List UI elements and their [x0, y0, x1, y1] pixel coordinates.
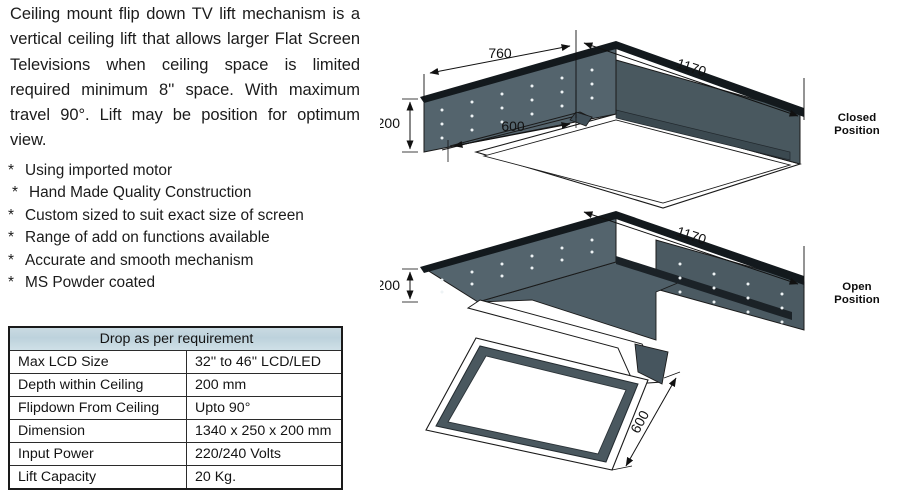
closed-position-label: Closed Position [818, 112, 896, 139]
closed-position-line1: Closed [837, 112, 877, 124]
table-header-row: Drop as per requirement [8, 326, 343, 351]
open-front-rim [420, 211, 616, 273]
list-item: * Accurate and smooth mechanism [8, 250, 363, 272]
list-item-label: MS Powder coated [25, 274, 156, 292]
row-value: 32'' to 46'' LCD/LED [186, 350, 343, 374]
table-row: Max LCD Size 32'' to 46'' LCD/LED [8, 350, 343, 374]
table-header-label: Drop as per requirement [8, 326, 343, 351]
diagram-column: 760 1170 200 [380, 0, 900, 486]
closed-position-line2: Position [834, 125, 880, 138]
bullet-star-icon: * [8, 162, 14, 179]
list-item: * MS Powder coated [8, 272, 363, 294]
row-label: Flipdown From Ceiling [8, 396, 187, 420]
bullet-star-icon: * [12, 184, 18, 202]
list-item: * Using imported motor [8, 160, 363, 182]
left-column: Ceiling mount flip down TV lift mechanis… [0, 0, 370, 490]
row-label: Max LCD Size [8, 350, 187, 374]
row-value: 220/240 Volts [186, 442, 343, 466]
list-item-label: Hand Made Quality Construction [29, 184, 252, 202]
table-row: Lift Capacity 20 Kg. [8, 465, 343, 490]
lift-mechanism-drawings: 760 1170 200 [380, 30, 805, 471]
dim-200-open-label: 200 [380, 277, 400, 293]
row-value: 200 mm [186, 373, 343, 397]
open-position-label: Open Position [818, 281, 896, 308]
dim-200: 200 [380, 98, 418, 153]
dim-600-label: 600 [501, 118, 525, 134]
open-position-drawing: 1170 200 600 [380, 211, 805, 471]
list-item-label: Custom sized to suit exact size of scree… [25, 206, 304, 224]
row-label: Lift Capacity [8, 465, 187, 490]
dim-1170: 1170 [583, 42, 805, 120]
open-position-line2: Position [834, 294, 880, 307]
list-item-label: Using imported motor [25, 162, 173, 179]
dim-200-open: 200 [380, 268, 418, 303]
list-item: * Range of add on functions available [8, 227, 363, 249]
dim-600: 600 [447, 90, 577, 162]
row-label: Input Power [8, 442, 187, 466]
list-item: * Hand Made Quality Construction [8, 182, 363, 204]
bullet-star-icon: * [8, 206, 14, 224]
list-item-label: Accurate and smooth mechanism [25, 251, 254, 269]
tv-screen-panel [425, 337, 649, 471]
row-label: Depth within Ceiling [8, 373, 187, 397]
bullet-star-icon: * [8, 251, 14, 269]
product-description: Ceiling mount flip down TV lift mechanis… [10, 5, 360, 150]
table-row: Dimension 1340 x 250 x 200 mm [8, 419, 343, 443]
table-row: Flipdown From Ceiling Upto 90° [8, 396, 343, 420]
specification-table: Drop as per requirement Max LCD Size 32'… [8, 326, 343, 490]
list-item-label: Range of add on functions available [25, 229, 270, 247]
bullet-star-icon: * [8, 274, 14, 292]
row-value: Upto 90° [186, 396, 343, 420]
closed-position-drawing: 760 1170 200 [380, 30, 805, 209]
table-row: Input Power 220/240 Volts [8, 442, 343, 466]
dim-760-label: 760 [488, 45, 512, 61]
row-label: Dimension [8, 419, 187, 443]
list-item: * Custom sized to suit exact size of scr… [8, 205, 363, 227]
dim-200-label: 200 [380, 115, 400, 131]
feature-list: * Using imported motor * Hand Made Quali… [8, 160, 363, 294]
row-value: 20 Kg. [186, 465, 343, 490]
open-position-line1: Open [842, 281, 872, 293]
table-row: Depth within Ceiling 200 mm [8, 373, 343, 397]
row-value: 1340 x 250 x 200 mm [186, 419, 343, 443]
bullet-star-icon: * [8, 229, 14, 247]
